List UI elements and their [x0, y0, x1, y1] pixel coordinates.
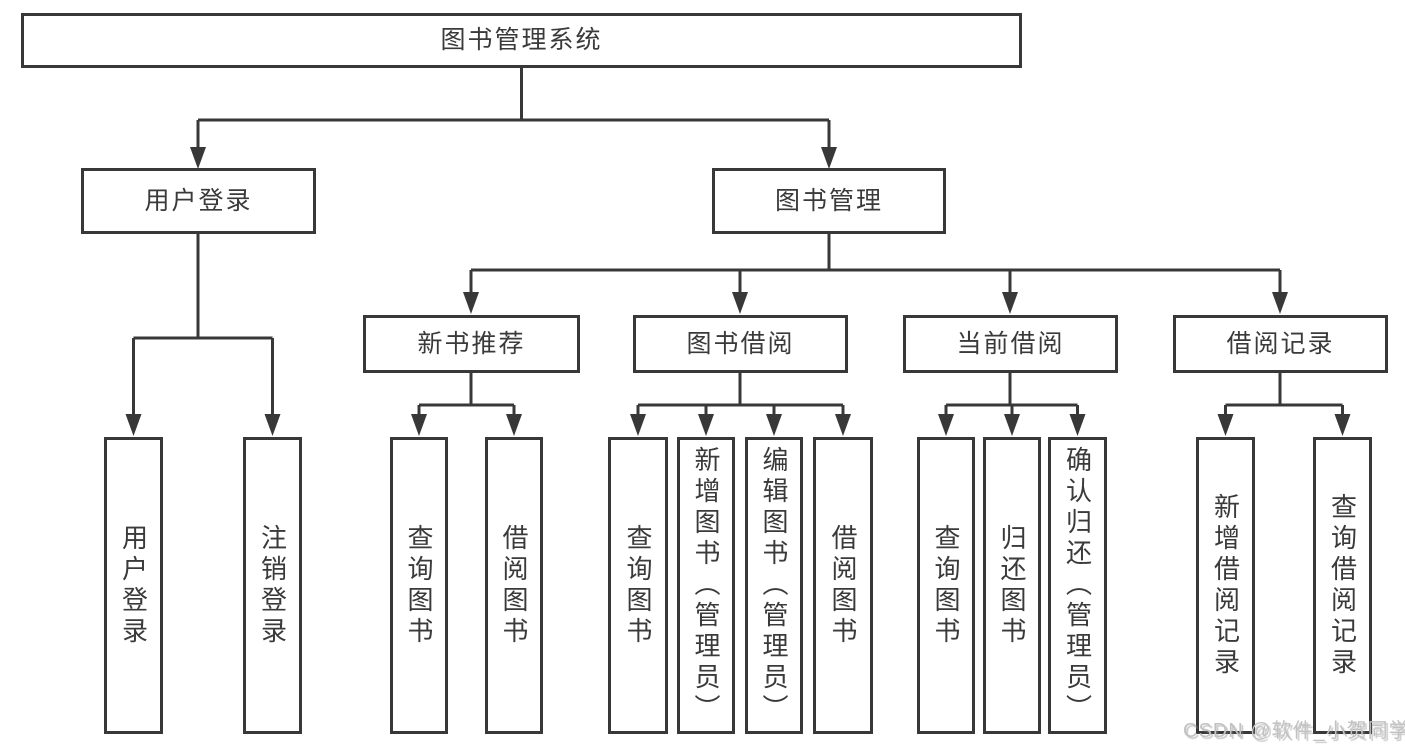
arrow-icon: [1272, 292, 1288, 314]
leaf-query-books-current: 查询图书: [917, 437, 975, 734]
leaf-logout: 注销登录: [243, 437, 302, 734]
node-book-management: 图书管理: [712, 168, 946, 234]
arrow-icon: [190, 147, 206, 169]
leaf-query-borrow-record: 查询借阅记录: [1313, 437, 1372, 734]
node-new-book-recommend: 新书推荐: [363, 315, 580, 373]
arrow-icon: [411, 414, 427, 436]
arrow-icon: [835, 414, 851, 436]
arrow-icon: [766, 414, 782, 436]
node-borrowing-records: 借阅记录: [1173, 315, 1388, 373]
leaf-borrow-books-newbook: 借阅图书: [485, 437, 543, 734]
arrow-icon: [463, 292, 479, 314]
node-current-borrowing: 当前借阅: [903, 315, 1118, 373]
arrow-icon: [506, 414, 522, 436]
leaf-query-books-newbook: 查询图书: [390, 437, 448, 734]
leaf-user-login: 用户登录: [104, 437, 163, 734]
arrowheads: [125, 147, 1351, 436]
leaf-add-borrow-record: 新增借阅记录: [1196, 437, 1255, 734]
connector-records-to-leaves: [1224, 373, 1344, 416]
leaf-return-books: 归还图书: [983, 437, 1041, 734]
connector-userlogin-to-leaves: [132, 234, 274, 416]
csdn-watermark: CSDN @软件_小贺同学: [1183, 720, 1405, 742]
connector-borrow-to-leaves: [636, 373, 845, 416]
arrow-icon: [630, 414, 646, 436]
arrow-icon: [1004, 414, 1020, 436]
arrow-icon: [125, 414, 142, 436]
connector-bookmgmt-to-level3: [469, 234, 1282, 294]
leaf-query-books-borrow: 查询图书: [608, 437, 668, 734]
arrow-icon: [698, 414, 714, 436]
arrow-icon: [821, 147, 837, 169]
node-book-borrowing: 图书借阅: [633, 315, 848, 373]
node-library-management-system: 图书管理系统: [21, 13, 1022, 68]
connector-newbook-to-leaves: [417, 373, 516, 416]
connector-root-to-level2: [196, 68, 831, 149]
leaf-confirm-return-admin: 确认归还（管理员）: [1048, 437, 1107, 734]
node-user-login: 用户登录: [81, 168, 316, 234]
arrow-icon: [1217, 414, 1234, 436]
connector-current-to-leaves: [944, 373, 1079, 416]
leaf-edit-books-admin: 编辑图书（管理员）: [745, 437, 803, 734]
arrow-icon: [264, 414, 281, 436]
arrow-icon: [1334, 414, 1351, 436]
arrow-icon: [732, 292, 748, 314]
arrow-icon: [1069, 414, 1086, 436]
leaf-borrow-books: 借阅图书: [813, 437, 873, 734]
arrow-icon: [1002, 292, 1018, 314]
leaf-add-books-admin: 新增图书（管理员）: [677, 437, 735, 734]
arrow-icon: [938, 414, 954, 436]
